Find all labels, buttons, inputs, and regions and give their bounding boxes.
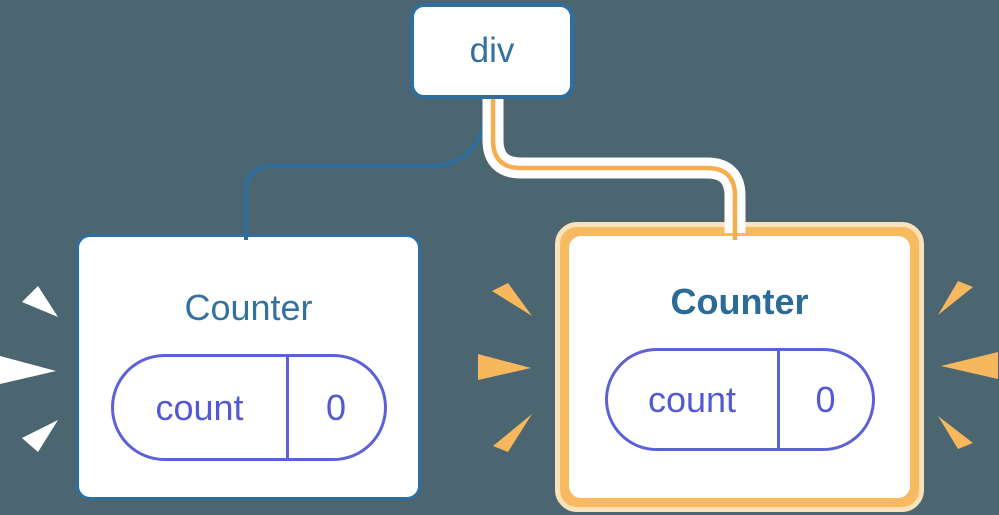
edge-to-right-counter-halo-icon [482,99,746,233]
state-pill: count 0 [604,348,875,451]
burst-ray-icon [478,354,531,380]
burst-ray-icon [0,356,56,384]
state-value: 0 [776,351,872,448]
burst-ray-icon [492,283,532,316]
state-key: count [155,386,244,428]
counter-title: Counter [670,281,809,322]
burst-rays-right-card-outer-icon [938,281,998,449]
burst-ray-icon [938,281,973,315]
root-div-node: div [410,3,574,99]
burst-ray-icon [22,420,58,452]
state-value: 0 [285,357,384,458]
edge-to-left-counter-icon [244,96,489,240]
burst-ray-icon [493,414,532,452]
counter-card-right-highlight-border: Counter count 0 [555,222,924,512]
counter-card-right: Counter count 0 [569,236,910,498]
burst-ray-icon [938,416,973,449]
counter-card-left: Counter count 0 [76,234,421,500]
root-div-label: div [469,31,515,70]
burst-rays-left-card-icon [0,286,58,452]
burst-ray-icon [941,352,998,379]
burst-ray-icon [22,286,58,317]
counter-title: Counter [184,287,313,328]
burst-rays-right-card-inner-icon [478,283,532,452]
state-pill: count 0 [110,354,387,461]
state-key: count [647,378,737,420]
edge-to-right-counter-icon [490,99,738,240]
